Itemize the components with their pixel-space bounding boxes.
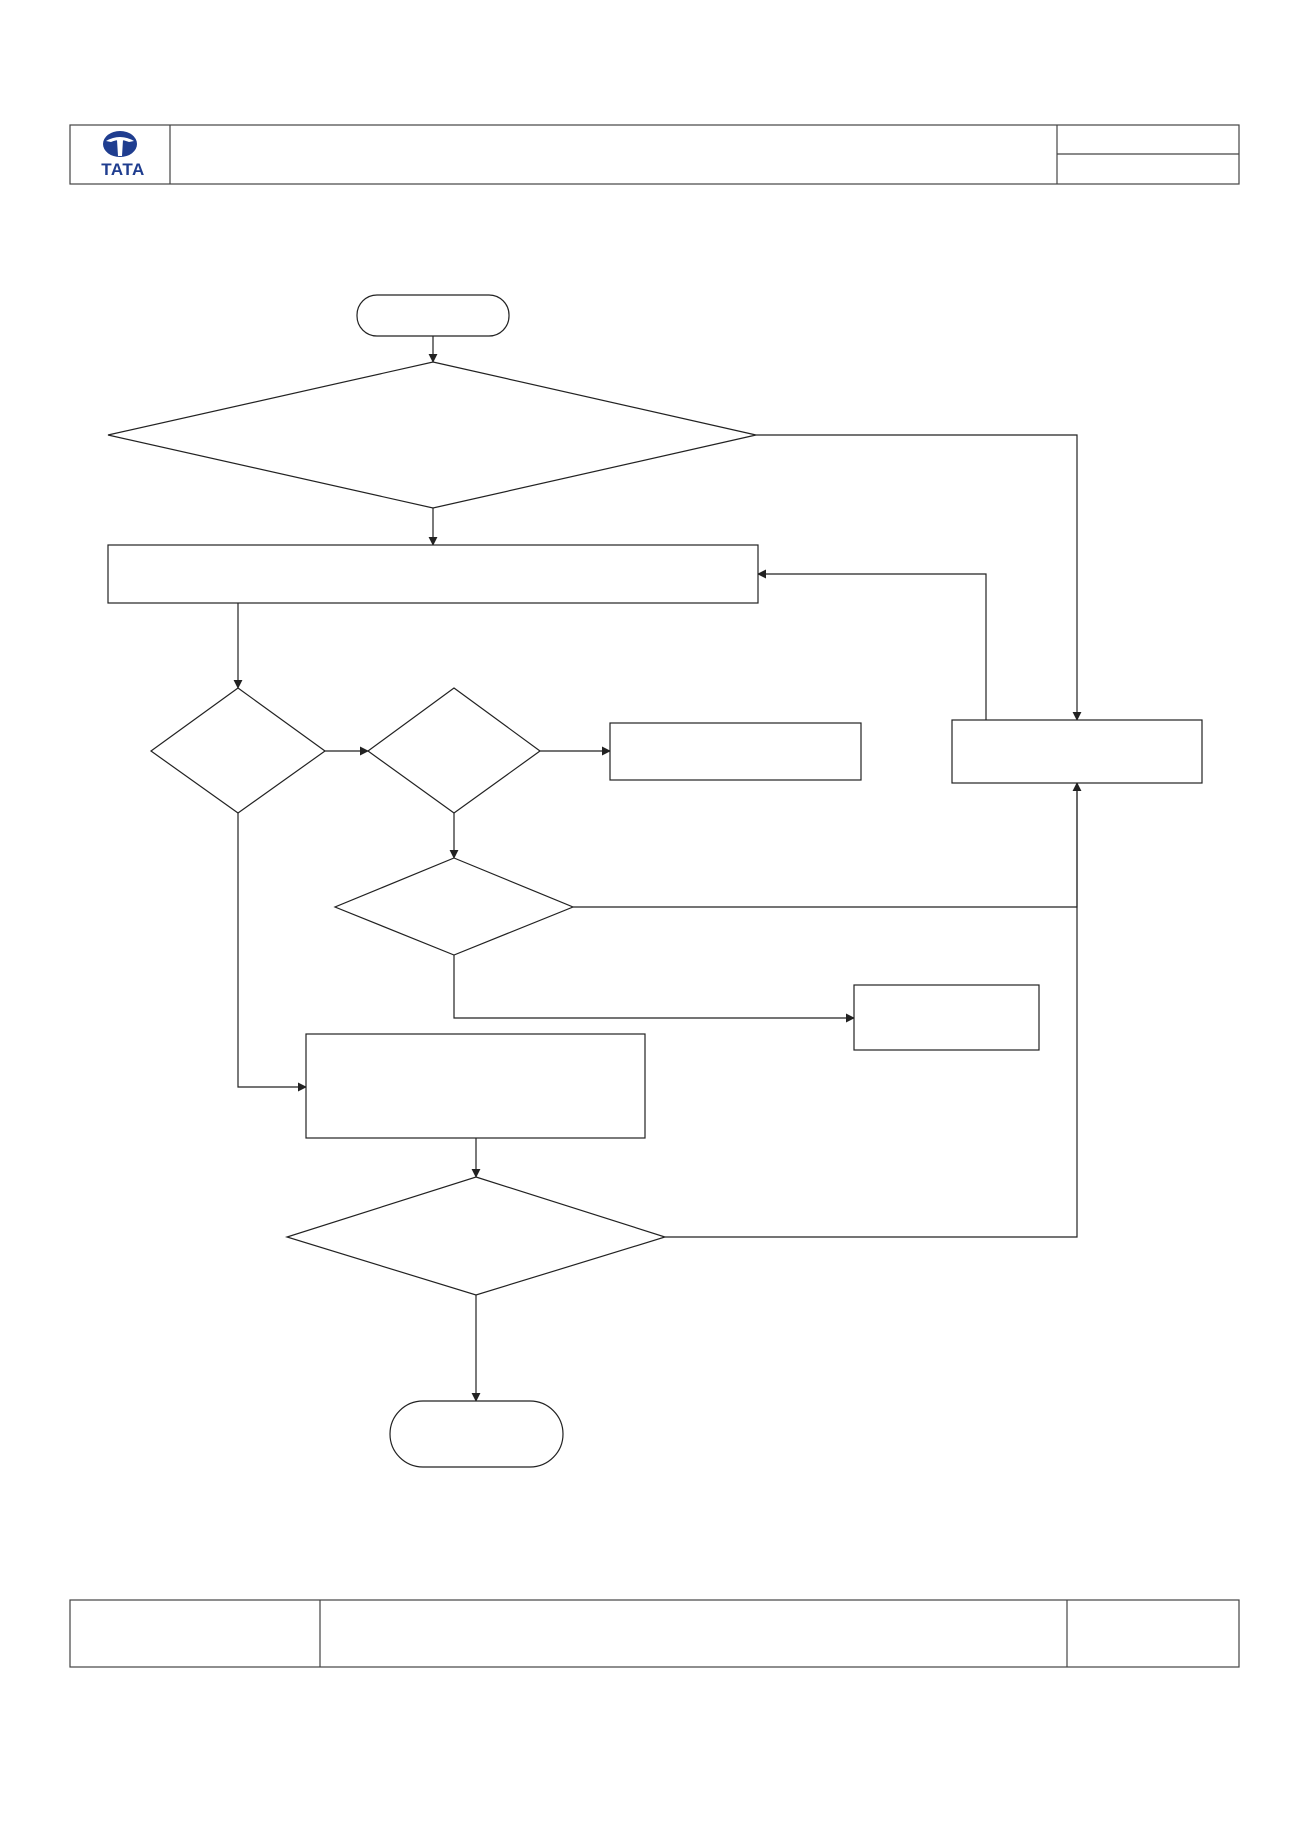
footer-frame xyxy=(69,1599,1240,1668)
decision-5-diamond xyxy=(284,1176,668,1296)
connector-decision-4-to-process-right xyxy=(573,782,1082,908)
process-3-box xyxy=(853,984,1040,1051)
connectors xyxy=(233,336,1082,1402)
start-terminator xyxy=(356,294,510,337)
flowchart xyxy=(107,294,1203,1468)
connector-process-right-to-process-1 xyxy=(757,569,987,720)
connector-decision-2-to-process-4 xyxy=(237,813,307,1092)
decision-2-diamond xyxy=(149,687,327,814)
end-terminator xyxy=(389,1400,564,1468)
footer-block xyxy=(69,1599,1240,1668)
process-4-box xyxy=(305,1033,646,1139)
tata-logo-wordmark: TATA xyxy=(101,160,145,179)
connector-decision-5-to-process-right xyxy=(665,783,1078,1238)
decision-1-diamond xyxy=(107,361,757,509)
tata-logo: TATA xyxy=(101,131,145,179)
decision-3-diamond xyxy=(366,687,542,814)
header-block xyxy=(69,124,1240,185)
connector-decision-1-to-process-right xyxy=(756,434,1082,721)
nodes xyxy=(107,294,1203,1468)
process-2-box xyxy=(609,722,862,781)
tata-logo-t-mark xyxy=(106,137,134,156)
connector-decision-4-to-process-3 xyxy=(453,955,855,1023)
process-right-box xyxy=(951,719,1203,784)
decision-4-diamond xyxy=(333,857,575,956)
process-1-box xyxy=(107,544,759,604)
